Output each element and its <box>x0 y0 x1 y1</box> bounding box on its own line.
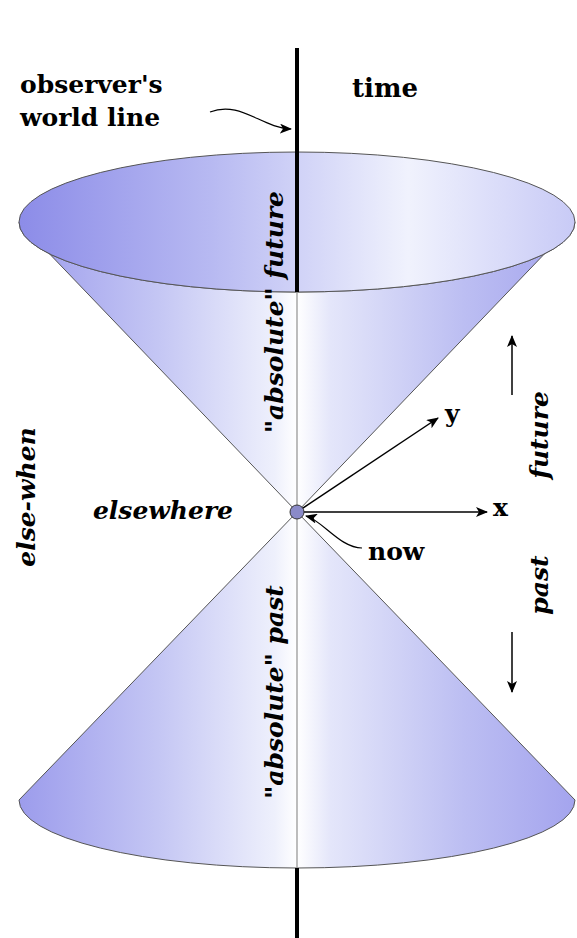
region-label: elsewhere <box>93 497 233 526</box>
x-axis <box>297 511 487 513</box>
world-line <box>295 868 299 938</box>
event-dot <box>290 505 304 519</box>
axis-label: time <box>352 74 418 104</box>
region-label: else-when <box>13 427 42 567</box>
region-label: "absolute" future <box>261 191 290 433</box>
future-arrow <box>511 336 513 395</box>
region-label: "absolute" past <box>261 585 290 799</box>
axis-label: y <box>445 400 460 429</box>
callout-label: observer's world line <box>20 68 225 134</box>
world-line <box>295 48 299 292</box>
leader-line <box>306 516 362 548</box>
y-axis <box>297 418 438 512</box>
world-line-thin <box>296 292 297 868</box>
axis-label: x <box>493 494 508 523</box>
past-arrow <box>511 632 513 692</box>
direction-label: future <box>526 391 555 479</box>
callout-label: now <box>368 538 424 567</box>
leader-line <box>210 109 291 129</box>
direction-label: past <box>526 555 555 614</box>
